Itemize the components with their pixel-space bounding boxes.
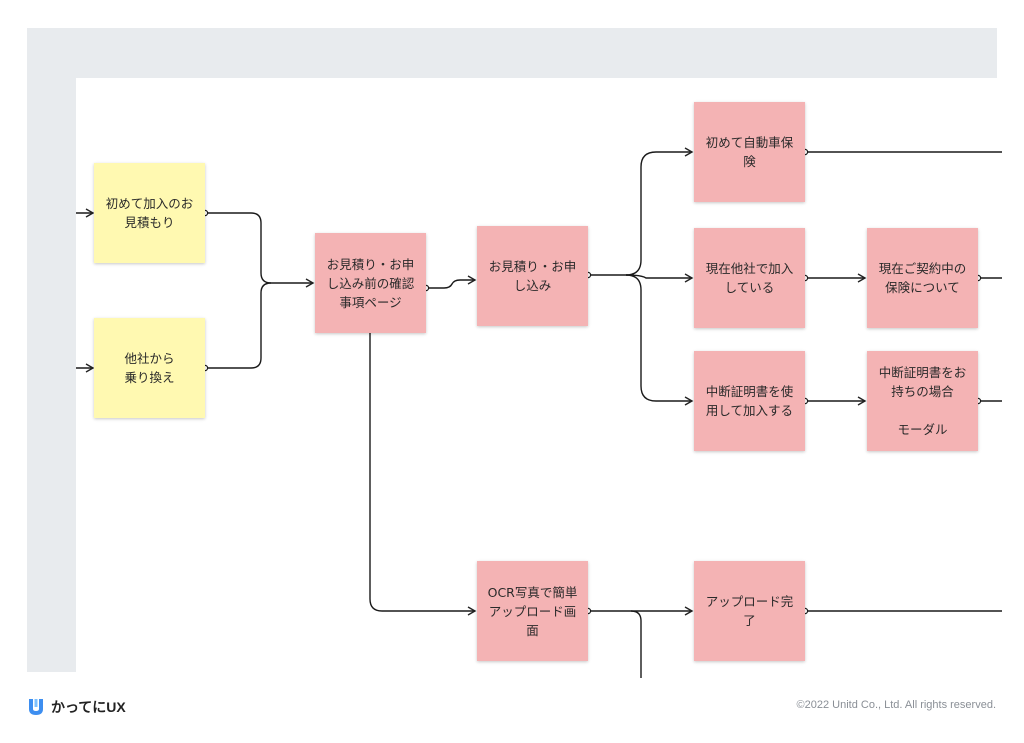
note-ocr-upload-text: OCR写真で簡単 アップロード画 面	[487, 584, 578, 638]
connector-first-to-confirm	[205, 212, 315, 288]
note-first-auto-insurance-text: 初めて自動車保 険	[705, 135, 794, 169]
logo-text: かってにUX	[51, 699, 126, 715]
note-first-join-estimate-text: 初めて加入のお 見積もり	[105, 196, 194, 230]
note-current-contract-text: 現在ご契約中の 保険について	[878, 261, 967, 295]
note-current-contract[interactable]: 現在ご契約中の 保険について	[867, 228, 978, 328]
connector-lines	[76, 147, 1002, 678]
note-currently-other-company-text: 現在他社で加入 している	[705, 261, 794, 295]
connector-confirm-to-estimate	[426, 275, 477, 289]
note-estimate-application-text: お見積り・お申 し込み	[488, 259, 577, 293]
note-upload-complete[interactable]: アップロード完 了	[694, 561, 805, 661]
board-frame: 初めて加入のお 見積もり 他社から 乗り換え お見積り・お申 し込み前の確認 事…	[27, 28, 1002, 678]
logo-mark-icon	[29, 699, 43, 715]
copyright-text: ©2022 Unitd Co., Ltd. All rights reserve…	[796, 699, 996, 711]
note-use-interruption-cert-text: 中断証明書を使 用して加入する	[705, 384, 794, 418]
note-ocr-upload[interactable]: OCR写真で簡単 アップロード画 面	[477, 561, 588, 661]
note-confirm-page-text: お見積り・お申 し込み前の確認 事項ページ	[326, 256, 415, 310]
note-interruption-cert-modal-text: 中断証明書をお 持ちの場合 モーダル	[878, 365, 967, 437]
note-first-join-estimate[interactable]: 初めて加入のお 見積もり	[94, 163, 205, 263]
note-estimate-application[interactable]: お見積り・お申 し込み	[477, 226, 588, 326]
brand-logo[interactable]: かってにUX	[27, 697, 126, 717]
note-currently-other-company[interactable]: 現在他社で加入 している	[694, 228, 805, 328]
note-interruption-cert-modal[interactable]: 中断証明書をお 持ちの場合 モーダル	[867, 351, 978, 451]
connector-switch-to-confirm	[205, 282, 272, 369]
connector-ocr-down	[630, 610, 642, 678]
note-confirm-page[interactable]: お見積り・お申 し込み前の確認 事項ページ	[315, 233, 426, 333]
note-switch-from-other[interactable]: 他社から 乗り換え	[94, 318, 205, 418]
note-upload-complete-text: アップロード完 了	[705, 594, 794, 628]
connector-confirm-to-ocr	[369, 330, 477, 616]
note-first-auto-insurance[interactable]: 初めて自動車保 険	[694, 102, 805, 202]
note-switch-from-other-text: 他社から 乗り換え	[124, 351, 175, 385]
connector-estimate-to-interrupt	[625, 274, 694, 406]
diagram-canvas[interactable]: 初めて加入のお 見積もり 他社から 乗り換え お見積り・お申 し込み前の確認 事…	[76, 78, 1002, 678]
connector-estimate-to-first-auto	[588, 147, 694, 276]
note-use-interruption-cert[interactable]: 中断証明書を使 用して加入する	[694, 351, 805, 451]
